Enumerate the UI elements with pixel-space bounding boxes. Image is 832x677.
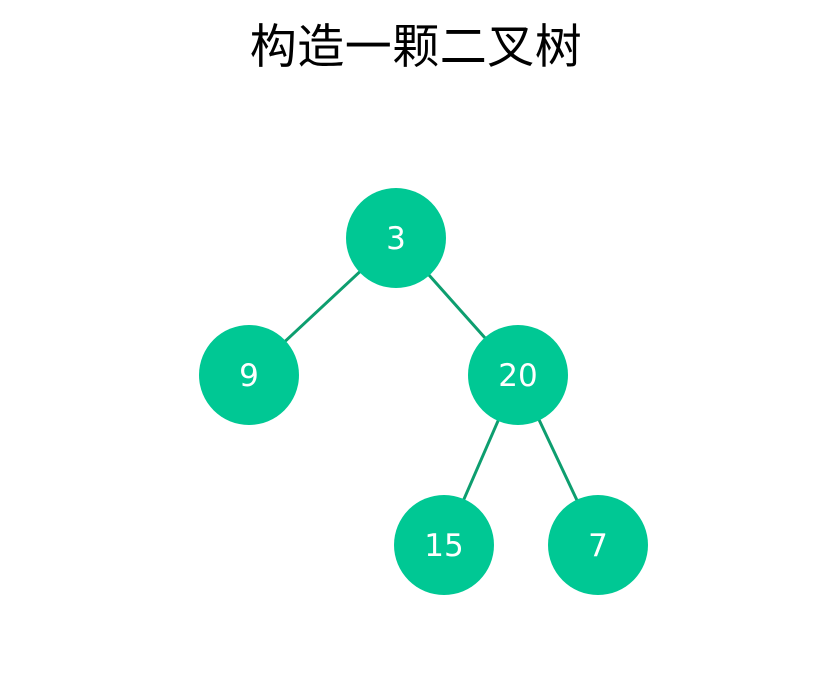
tree-node-7[interactable]: 7 bbox=[548, 495, 648, 595]
tree-node-circle-15[interactable] bbox=[394, 495, 494, 595]
tree-edge-layer bbox=[283, 269, 579, 503]
page-title: 构造一颗二叉树 bbox=[249, 20, 583, 75]
tree-node-layer: 39 20 15 7 bbox=[199, 188, 648, 595]
tree-node-circle-3[interactable] bbox=[346, 188, 446, 288]
tree-node-9[interactable]: 9 bbox=[199, 325, 299, 425]
tree-node-circle-9[interactable] bbox=[199, 325, 299, 425]
tree-edge-3-9 bbox=[283, 269, 362, 344]
tree-edge-20-7 bbox=[537, 417, 579, 503]
tree-node-circle-20[interactable] bbox=[468, 325, 568, 425]
tree-node-3[interactable]: 3 bbox=[346, 188, 446, 288]
tree-node-circle-7[interactable] bbox=[548, 495, 648, 595]
tree-node-15[interactable]: 15 bbox=[394, 495, 494, 595]
tree-edge-3-20 bbox=[427, 273, 487, 340]
tree-node-20[interactable]: 20 bbox=[468, 325, 568, 425]
tree-edge-20-15 bbox=[462, 418, 500, 502]
